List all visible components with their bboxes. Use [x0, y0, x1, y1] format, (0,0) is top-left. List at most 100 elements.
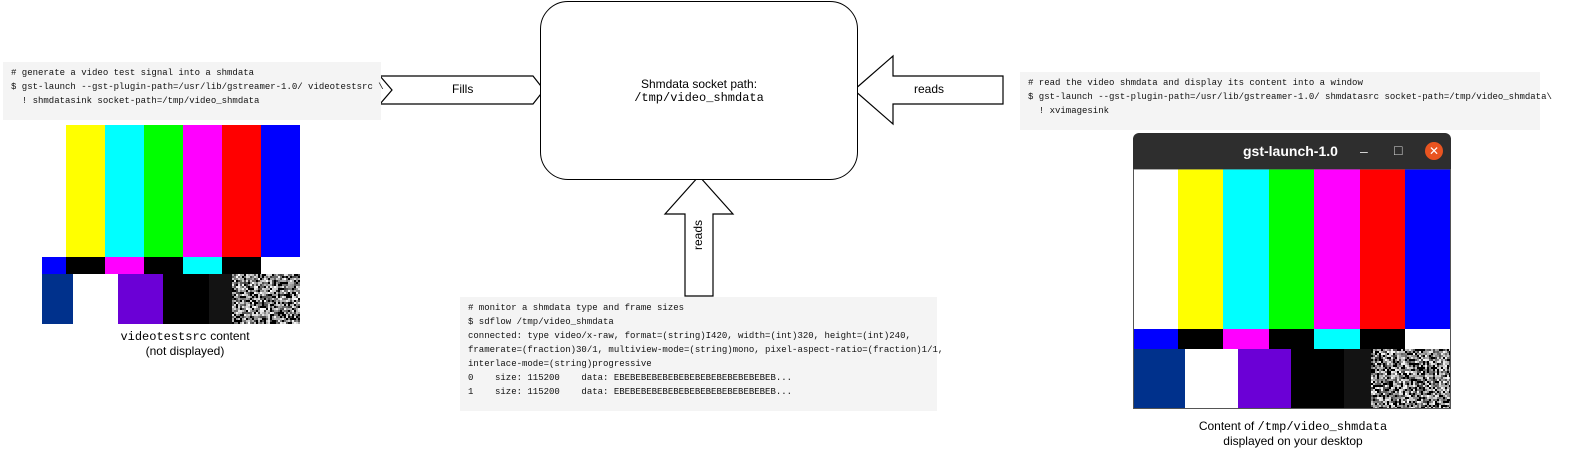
noise-pixel: [266, 284, 268, 286]
noise-pixel: [236, 288, 238, 290]
noise-pixel: [1377, 397, 1379, 399]
noise-pixel: [242, 310, 244, 312]
noise-pixel: [238, 278, 240, 280]
noise-pixel: [244, 304, 246, 306]
noise-pixel: [1399, 377, 1401, 379]
noise-pixel: [268, 312, 270, 314]
noise-pixel: [248, 284, 250, 286]
noise-pixel: [1399, 405, 1401, 407]
noise-pixel: [278, 306, 280, 308]
pluge-navy: [42, 274, 73, 324]
noise-pixel: [1427, 355, 1429, 357]
noise-pixel: [256, 282, 258, 284]
noise-pixel: [1413, 385, 1415, 387]
noise-pixel: [292, 300, 294, 302]
noise-pixel: [1423, 393, 1425, 395]
noise-pixel: [254, 278, 256, 280]
noise-pixel: [276, 318, 278, 320]
noise-pixel: [1373, 359, 1375, 361]
noise-pixel: [274, 314, 276, 316]
noise-pixel: [294, 316, 296, 318]
noise-pixel: [1375, 371, 1377, 373]
noise-pixel: [1401, 399, 1403, 401]
noise-pixel: [266, 296, 268, 298]
noise-pixel: [1421, 397, 1423, 399]
noise-pixel: [1423, 403, 1425, 405]
noise-pixel: [1381, 371, 1383, 373]
noise-pixel: [292, 298, 294, 300]
noise-pixel: [1435, 373, 1437, 375]
pluge-white: [73, 274, 118, 324]
noise-pixel: [1411, 355, 1413, 357]
noise-pixel: [272, 310, 274, 312]
noise-pixel: [278, 310, 280, 312]
noise-pixel: [296, 320, 298, 322]
noise-pixel: [254, 314, 256, 316]
minimize-icon[interactable]: –: [1360, 143, 1368, 159]
noise-pixel: [1393, 355, 1395, 357]
noise-pixel: [294, 302, 296, 304]
noise-pixel: [246, 306, 248, 308]
code-line: interlace-mode=(string)progressive: [468, 359, 652, 369]
noise-pixel: [264, 278, 266, 280]
noise-pixel: [1415, 391, 1417, 393]
noise-pixel: [242, 318, 244, 320]
noise-pixel: [1373, 401, 1375, 403]
noise-pixel: [1423, 351, 1425, 353]
noise-pixel: [272, 290, 274, 292]
noise-pixel: [1377, 387, 1379, 389]
noise-pixel: [1373, 363, 1375, 365]
noise-pixel: [232, 302, 234, 304]
noise-pixel: [1417, 375, 1419, 377]
noise-pixel: [1395, 359, 1397, 361]
noise-pixel: [252, 298, 254, 300]
noise-pixel: [1405, 403, 1407, 405]
noise-pixel: [268, 296, 270, 298]
noise-pixel: [296, 278, 298, 280]
noise-pixel: [260, 274, 262, 276]
noise-pixel: [250, 300, 252, 302]
noise-pixel: [248, 278, 250, 280]
noise-pixel: [292, 284, 294, 286]
noise-pixel: [256, 278, 258, 280]
noise-pixel: [1391, 379, 1393, 381]
noise-pixel: [270, 280, 272, 282]
maximize-icon[interactable]: □: [1394, 142, 1403, 158]
noise-pixel: [1425, 357, 1427, 359]
noise-pixel: [1381, 403, 1383, 405]
noise-pixel: [286, 280, 288, 282]
noise-pixel: [296, 284, 298, 286]
close-icon[interactable]: ✕: [1425, 142, 1443, 160]
code-block-monitor: # monitor a shmdata type and frame sizes…: [460, 297, 943, 411]
noise-pixel: [1379, 349, 1381, 351]
noise-pixel: [1443, 359, 1445, 361]
window-title: gst-launch-1.0: [1243, 143, 1338, 159]
window-titlebar[interactable]: [1133, 133, 1451, 169]
noise-pixel: [1439, 355, 1441, 357]
noise-pixel: [1375, 393, 1377, 395]
noise-pixel: [1441, 363, 1443, 365]
noise-pixel: [1429, 389, 1431, 391]
noise-pixel: [272, 302, 274, 304]
noise-pixel: [1397, 363, 1399, 365]
noise-pixel: [1407, 403, 1409, 405]
noise-pixel: [1411, 349, 1413, 351]
noise-pixel: [1415, 359, 1417, 361]
strip-black: [1178, 329, 1223, 349]
noise-pixel: [1427, 391, 1429, 393]
noise-pixel: [278, 286, 280, 288]
noise-pixel: [1409, 349, 1411, 351]
noise-pixel: [1399, 363, 1401, 365]
caption-right: Content of /tmp/video_shmdata displayed …: [1180, 419, 1406, 448]
noise-pixel: [1399, 355, 1401, 357]
noise-pixel: [1443, 349, 1445, 351]
noise-pixel: [1421, 385, 1423, 387]
noise-pixel: [248, 314, 250, 316]
noise-pixel: [290, 288, 292, 290]
noise-pixel: [236, 296, 238, 298]
noise-pixel: [282, 300, 284, 302]
noise-pixel: [1443, 355, 1445, 357]
noise-pixel: [1423, 381, 1425, 383]
noise-pixel: [1403, 363, 1405, 365]
noise-pixel: [1445, 395, 1447, 397]
